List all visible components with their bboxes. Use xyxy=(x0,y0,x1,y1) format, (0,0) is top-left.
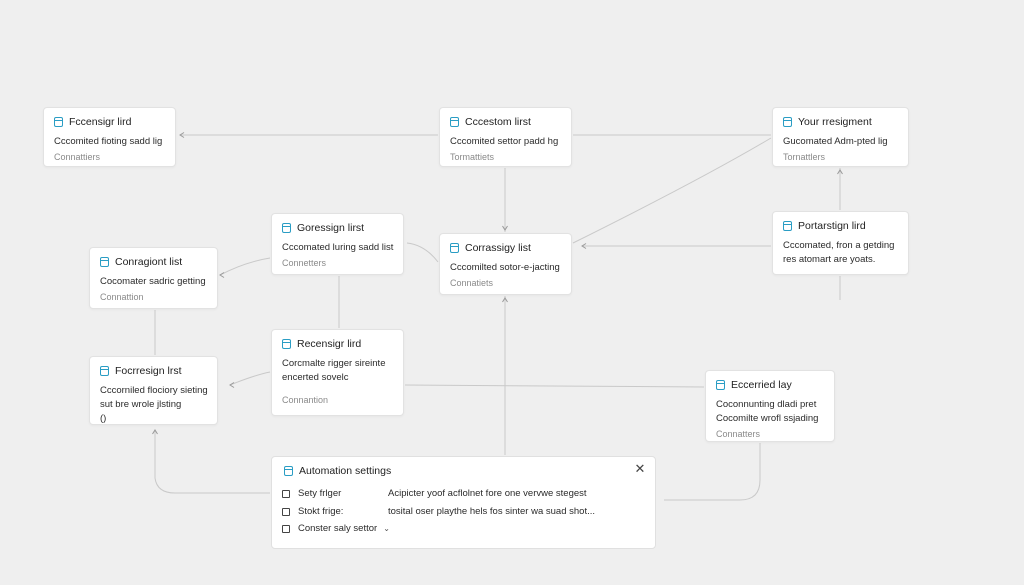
node-title: Fccensigr lird xyxy=(69,116,132,128)
node-description: sut bre wrole jlsting xyxy=(100,399,182,410)
chevron-down-icon[interactable]: ⌄ xyxy=(383,524,390,533)
node-title: Portarstign lird xyxy=(798,220,866,232)
calendar-icon xyxy=(716,380,725,390)
node-eccerried[interactable]: Eccerried lay Coconnunting dladi pret Co… xyxy=(705,370,835,442)
close-icon[interactable]: ✕ xyxy=(634,461,646,476)
setting-checkbox[interactable] xyxy=(282,507,290,516)
node-subtitle: Tormattiets xyxy=(450,152,495,162)
setting-checkbox[interactable] xyxy=(282,489,290,498)
setting-row[interactable]: Conster saly settor ⌄ xyxy=(282,523,390,534)
arrowhead xyxy=(837,169,843,175)
connector-line xyxy=(229,371,271,386)
node-description: res atomart are yoats. xyxy=(783,254,876,265)
node-subtitle: Connattion xyxy=(100,292,144,302)
node-title: Eccerried lay xyxy=(731,379,792,391)
node-corrassigy[interactable]: Corrassigy list Cccomilted sotor-e-jacti… xyxy=(439,233,572,295)
node-title: Recensigr lird xyxy=(297,338,362,350)
node-title: Cccestom lirst xyxy=(465,116,531,128)
node-description: Cccomited fioting sadd lig xyxy=(54,136,163,147)
node-description: () xyxy=(100,413,107,424)
node-subtitle: Connetters xyxy=(282,258,327,268)
node-title: Conragiont list xyxy=(115,256,183,268)
node-title: Your rresigment xyxy=(798,116,872,128)
calendar-icon xyxy=(783,117,792,127)
connector-line xyxy=(664,443,761,501)
node-focrresign[interactable]: Focrresign lrst Cccorniled flociory siet… xyxy=(89,356,218,425)
node-conragiont[interactable]: Conragiont list Cocomater sadric getting… xyxy=(89,247,218,309)
node-description: Cccomated, fron a getding xyxy=(783,240,895,251)
node-title: Goressign lirst xyxy=(297,222,365,234)
calendar-icon xyxy=(450,117,459,127)
arrowhead xyxy=(219,272,225,278)
node-portarstign[interactable]: Portarstign lird Cccomated, fron a getdi… xyxy=(772,211,909,275)
node-description: Gucomated Adm-pted lig xyxy=(783,136,888,147)
calendar-icon xyxy=(284,466,293,476)
calendar-icon xyxy=(100,366,109,376)
node-subtitle: Tornattlers xyxy=(783,152,826,162)
setting-row: Sety frlger xyxy=(282,488,341,499)
arrowhead xyxy=(581,243,587,249)
node-description: Cccomated luring sadd list xyxy=(282,242,394,253)
calendar-icon xyxy=(282,339,291,349)
calendar-icon xyxy=(450,243,459,253)
setting-label: Stokt frige: xyxy=(298,506,344,517)
calendar-icon xyxy=(100,257,109,267)
node-description: Cocomater sadric getting xyxy=(100,276,206,287)
connector-line xyxy=(219,257,271,276)
node-your-rresigment[interactable]: Your rresigment Gucomated Adm-pted lig T… xyxy=(772,107,909,167)
node-goressign[interactable]: Goressign lirst Cccomated luring sadd li… xyxy=(271,213,404,275)
node-description: Cccomilted sotor-e-jacting xyxy=(450,262,560,273)
node-title: Corrassigy list xyxy=(465,242,531,254)
node-subtitle: Connantion xyxy=(282,395,329,405)
calendar-icon xyxy=(783,221,792,231)
node-description: Cccorniled flociory sieting xyxy=(100,385,208,396)
node-subtitle: Connatters xyxy=(716,429,761,439)
connector-line xyxy=(406,242,439,263)
setting-label: Sety frlger xyxy=(298,488,342,499)
node-recensigr[interactable]: Recensigr lird Corcmalte rigger sireinte… xyxy=(271,329,404,416)
node-subtitle: Connattiers xyxy=(54,152,101,162)
settings-title: Automation settings xyxy=(299,465,392,477)
setting-value: Acipicter yoof acflolnet fore one vervwe… xyxy=(388,488,587,499)
connector-line xyxy=(572,137,772,244)
calendar-icon xyxy=(282,223,291,233)
setting-value: tosital oser playthe hels fos sinter wa … xyxy=(388,506,595,517)
arrowhead xyxy=(502,225,508,231)
setting-checkbox[interactable] xyxy=(282,524,290,533)
node-description: Corcmalte rigger sireinte xyxy=(282,358,386,369)
arrowhead xyxy=(152,429,158,435)
connector-line xyxy=(154,430,270,494)
node-description: Cocomilte wrofl ssjading xyxy=(716,413,819,424)
automation-settings-panel: Automation settings ✕ Sety frlger Acipic… xyxy=(271,456,656,549)
node-description: Coconnunting dladi pret xyxy=(716,399,817,410)
node-cccestom[interactable]: Cccestom lirst Cccomited settor padd hg … xyxy=(439,107,572,167)
node-subtitle: Connatiets xyxy=(450,278,494,288)
calendar-icon xyxy=(54,117,63,127)
arrowhead xyxy=(502,297,508,303)
node-fccensigr[interactable]: Fccensigr lird Cccomited fioting sadd li… xyxy=(43,107,176,167)
node-title: Focrresign lrst xyxy=(115,365,182,377)
node-description: Cccomited settor padd hg xyxy=(450,136,559,147)
arrowhead xyxy=(229,382,235,388)
setting-label: Conster saly settor xyxy=(298,523,378,534)
arrowhead xyxy=(179,132,185,138)
connector-line xyxy=(404,384,705,388)
setting-row: Stokt frige: xyxy=(282,506,343,517)
node-description: encerted sovelc xyxy=(282,372,349,383)
